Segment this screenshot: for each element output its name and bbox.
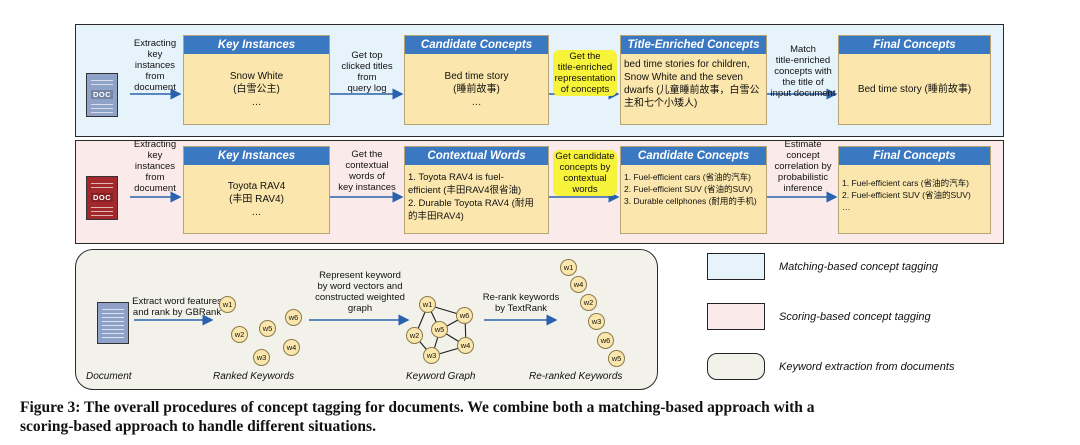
graph-node: w2: [406, 327, 423, 344]
legend-label-matching: Matching-based concept tagging: [779, 261, 938, 273]
legend-swatch-matching: [707, 253, 765, 280]
ranked-node: w1: [219, 296, 236, 313]
document-icon: [97, 302, 129, 344]
box-title: Candidate Concepts: [621, 147, 766, 165]
candidate-concepts-box: Candidate Concepts Bed time story (睡前故事)…: [404, 35, 549, 125]
figure-caption: Figure 3: The overall procedures of conc…: [20, 399, 815, 435]
extract-instances-label: Extracting key instances from document: [133, 139, 177, 194]
candidate-concepts-box: Candidate Concepts 1. Fuel-efficient car…: [620, 146, 767, 234]
reranked-node: w3: [588, 313, 605, 330]
legend-label-scoring: Scoring-based concept tagging: [779, 311, 931, 323]
ranked-node: w3: [253, 349, 270, 366]
reranked-node: w1: [560, 259, 577, 276]
legend-swatch-scoring: [707, 303, 765, 330]
graph-node: w3: [423, 347, 440, 364]
represent-keyword-label: Represent keyword by word vectors and co…: [315, 270, 405, 314]
box-title: Title-Enriched Concepts: [621, 36, 766, 54]
step-get-contextual-words: Get the contextual words of key instance…: [338, 149, 396, 193]
final-concepts-box: Final Concepts Bed time story (睡前故事): [838, 35, 991, 125]
step-title-enriched: Get the title-enriched representation of…: [552, 50, 618, 96]
reranked-node: w2: [580, 294, 597, 311]
graph-node: w5: [431, 321, 448, 338]
keyword-graph-label: Keyword Graph: [406, 371, 476, 382]
ranked-node: w4: [283, 339, 300, 356]
box-title: Key Instances: [184, 147, 329, 165]
extract-instances-label: Extracting key instances from document: [133, 38, 177, 93]
ranked-node: w5: [259, 320, 276, 337]
reranked-node: w4: [570, 276, 587, 293]
legend-label-keyword: Keyword extraction from documents: [779, 361, 955, 373]
box-title: Candidate Concepts: [405, 36, 548, 54]
key-instances-box: Key Instances Snow White (白雪公主) …: [183, 35, 330, 125]
ranked-node: w2: [231, 326, 248, 343]
graph-node: w4: [457, 337, 474, 354]
step-estimate-correlation: Estimate concept correlation by probabil…: [774, 139, 832, 194]
reranked-node: w5: [608, 350, 625, 367]
legend-swatch-keyword: [707, 353, 765, 380]
ranked-keywords-label: Ranked Keywords: [213, 371, 295, 382]
document-icon: DOC: [86, 73, 118, 117]
document-icon: DOC: [86, 176, 118, 220]
key-instances-box: Key Instances Toyota RAV4 (丰田 RAV4) …: [183, 146, 330, 234]
box-title: Key Instances: [184, 36, 329, 54]
title-enriched-box: Title-Enriched Concepts bed time stories…: [620, 35, 767, 125]
reranked-keywords-label: Re-ranked Keywords: [529, 371, 623, 382]
step-get-top-titles: Get top clicked titles from query log: [341, 50, 393, 94]
ranked-node: w6: [285, 309, 302, 326]
box-title: Final Concepts: [839, 36, 990, 54]
step-get-candidates: Get candidate concepts by contextual wor…: [553, 150, 617, 196]
final-concepts-box: Final Concepts 1. Fuel-efficient cars (省…: [838, 146, 991, 234]
extract-features-label: Extract word features and rank by GBRank: [132, 296, 222, 318]
box-title: Contextual Words: [405, 147, 548, 165]
reranked-node: w6: [597, 332, 614, 349]
contextual-words-box: Contextual Words 1. Toyota RAV4 is fuel-…: [404, 146, 549, 234]
step-match-title: Match title-enriched concepts with the t…: [770, 44, 836, 99]
rerank-label: Re-rank keywords by TextRank: [482, 292, 560, 314]
graph-node: w6: [456, 307, 473, 324]
graph-node: w1: [419, 296, 436, 313]
document-label: Document: [86, 371, 132, 382]
box-title: Final Concepts: [839, 147, 990, 165]
